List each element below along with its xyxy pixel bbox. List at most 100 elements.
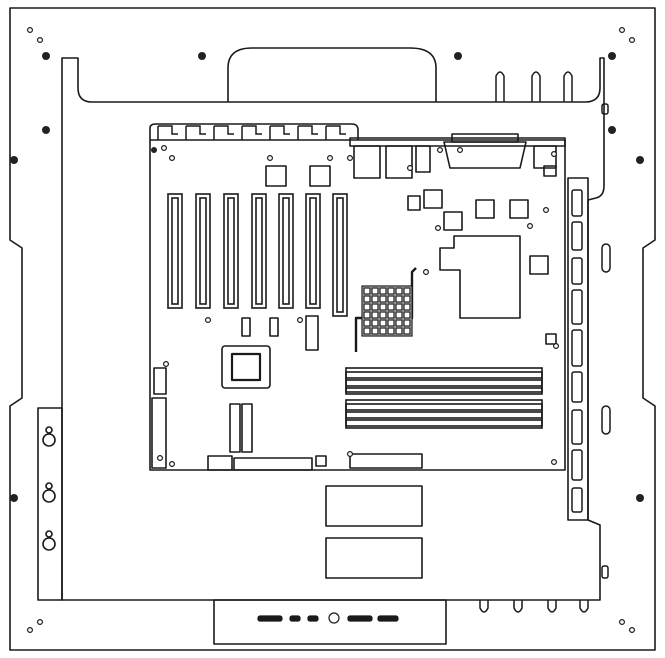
small-hole-29 [552,343,559,350]
expansion-slot-inner-4 [255,197,263,305]
heatsink-fin [395,303,403,311]
rail-slot-4 [571,289,583,325]
memory-bank-upper [345,367,543,393]
front-button-5 [377,615,399,622]
heatsink-fin [387,303,395,311]
small-hole-15 [327,155,334,162]
small-hole-2 [36,36,43,43]
expansion-slot-inner-5 [282,197,290,305]
front-button-3 [307,615,319,622]
heatsink-fin [395,319,403,327]
small-hole-27 [163,361,170,368]
expansion-slot-inner-7 [336,197,344,313]
small-hole-22 [542,207,549,214]
io-bracket-3 [213,125,234,140]
left-card-guide [37,407,63,601]
small-header [315,455,327,467]
bottom-standoff-2 [513,600,523,613]
motherboard-tray [61,57,605,601]
io-bracket-7 [325,125,346,140]
io-bracket-5 [269,125,290,140]
small-hole-17 [407,165,414,172]
top-standoff-2 [531,71,541,102]
jumper-2 [269,317,279,337]
memory-slot-4 [345,403,543,411]
io-bracket-1 [157,125,178,140]
small-hole-7 [618,618,625,625]
side-slot-lower [601,405,611,435]
heatsink-fin [371,295,379,303]
heatsink-fin [379,319,387,327]
heatsink-fin [371,287,379,295]
top-standoff-3 [563,71,573,102]
heatsink-fin [403,295,411,303]
cpu-retention-bracket [439,235,521,319]
front-button-4 [347,615,373,622]
rail-slot-6 [571,371,583,403]
top-standoff-1 [495,71,505,102]
heatsink-fin [403,311,411,319]
sata-left [229,403,241,453]
small-hole-12 [550,151,557,158]
small-hole-14 [267,155,274,162]
small-hole-10 [347,155,354,162]
top-handle-tab [227,47,437,102]
chip-d [443,211,463,231]
label-sticker-upper [325,485,423,527]
board-standoff-corner [151,147,157,153]
ide-header [233,457,313,471]
rear-io-block [349,137,566,147]
small-hole-13 [169,155,176,162]
northbridge-chip [221,345,271,389]
usb-stack [415,145,431,173]
heatsink-fin [371,327,379,335]
heatsink-fin [363,303,371,311]
memory-slot-5 [345,411,543,419]
keyhole-top-2 [45,482,53,490]
rail-slot-5 [571,329,583,367]
heatsink-fin [363,311,371,319]
front-led [328,612,340,624]
heatsink-fin [363,327,371,335]
heatsink-fin [387,295,395,303]
mounting-screw-5 [10,156,18,164]
chip-e [475,199,495,219]
chip-f [509,199,529,219]
small-hole-9 [161,145,168,152]
rail-slot-3 [571,257,583,285]
heatsink-fin [379,303,387,311]
rail-slot-9 [571,487,583,513]
battery-holder [407,195,421,211]
keyhole-top-3 [45,530,53,538]
chip-a [265,165,287,187]
memory-bank-lower [345,399,543,429]
rail-slot-2 [571,221,583,251]
heatsink-fin [395,327,403,335]
heatsink-fin [395,311,403,319]
small-hole-21 [526,223,533,230]
heatsink-fin [387,311,395,319]
small-hole-25 [297,317,304,324]
heatsink-fin [403,303,411,311]
heatsink-fin [371,311,379,319]
bottom-standoff-4 [579,600,589,613]
io-bracket-4 [241,125,262,140]
power-header [207,455,233,471]
sata-right [241,403,253,453]
expansion-slot-7 [332,193,348,317]
keyhole-1 [42,433,56,447]
small-hole-3 [618,27,625,34]
front-panel-bezel [213,599,447,645]
heatsink-fin [363,295,371,303]
heatsink-fin [387,319,395,327]
side-header-top [153,367,167,395]
heatsink-fin [363,287,371,295]
keyhole-3 [42,537,56,551]
fan-header-2 [543,165,557,177]
small-hole-18 [169,461,176,468]
keyhole-2 [42,489,56,503]
side-tab-top [601,103,609,115]
heatsink-fin [403,287,411,295]
small-hole-20 [550,459,557,466]
